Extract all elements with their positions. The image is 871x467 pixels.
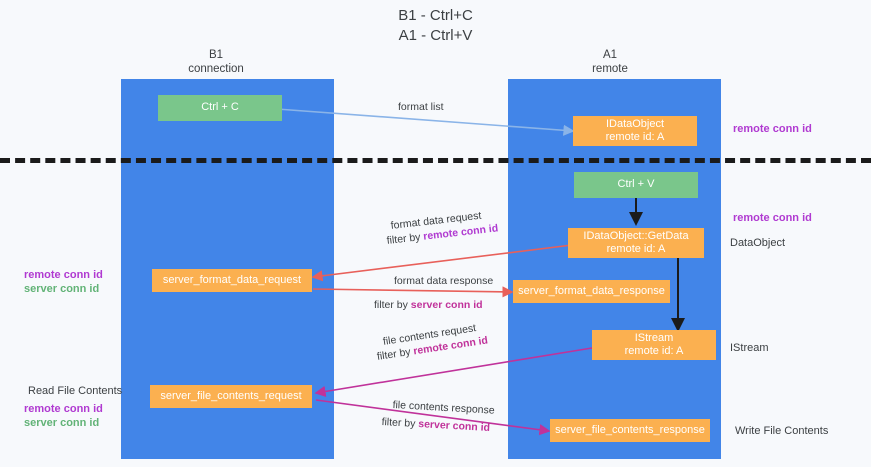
edge-label-fcres-filter-prefix: filter by [381,415,419,431]
lane-header-b1-sub: connection [188,63,244,75]
box-server-format-data-request[interactable]: server_format_data_request [152,269,312,292]
box-ctrl-c[interactable]: Ctrl + C [158,95,282,121]
box-server-file-contents-request[interactable]: server_file_contents_request [150,385,312,408]
edge-label-format-data-response-filter: filter by server conn id [374,298,483,312]
edge-label-fdres-filter-key: server conn id [410,299,483,311]
arrow-format-list [276,108,575,136]
annotation-right-remote-conn-id-mid: remote conn id [733,212,812,224]
box-getdata-line-1: IDataObject::GetData [583,229,689,242]
diagram-title-line-1: B1 - Ctrl+C [398,7,473,24]
lane-header-b1: B1 connection [136,48,296,76]
box-server-format-data-request-label: server_format_data_request [162,273,302,286]
edge-label-fcres-filter-key: server conn id [417,418,491,435]
arrow-format-data-request [311,244,573,282]
annotation-left-remote-conn-id-bot: remote conn id [24,403,103,415]
annotation-right-write-file-contents: Write File Contents [735,425,829,437]
box-idataobject-getdata[interactable]: IDataObject::GetData remote id: A [568,228,704,258]
annotation-right-istream: IStream [730,342,769,354]
lane-header-b1-name: B1 [208,49,224,61]
box-idataobject-top-line-2: remote id: A [605,131,665,143]
annotation-right-dataobject: DataObject [730,237,786,249]
lane-header-a1-name: A1 [602,49,618,61]
box-ctrl-v[interactable]: Ctrl + V [574,172,698,198]
box-server-file-contents-request-label: server_file_contents_request [160,389,302,402]
box-istream[interactable]: IStream remote id: A [592,330,716,360]
annotation-left-server-conn-id-mid: server conn id [24,283,100,295]
annotation-left-server-conn-id-bot: server conn id [24,417,100,429]
box-ctrl-v-label: Ctrl + V [617,178,655,191]
box-istream-line-2: remote id: A [624,345,684,357]
diagram-title-line-2: A1 - Ctrl+V [398,27,473,44]
phase-separator [0,158,871,163]
box-idataobject-top[interactable]: IDataObject remote id: A [573,116,697,146]
lane-header-a1-sub: remote [592,63,628,75]
box-getdata-line-2: remote id: A [606,243,666,255]
lane-header-a1: A1 remote [530,48,690,76]
edge-label-format-list: format list [398,101,444,113]
box-ctrl-c-label: Ctrl + C [201,101,239,114]
annotation-right-remote-conn-id-top: remote conn id [733,123,812,135]
arrow-file-contents-response [315,399,551,436]
box-server-file-contents-response[interactable]: server_file_contents_response [550,419,710,442]
annotation-left-read-file-contents: Read File Contents [28,385,123,397]
arrow-format-data-response [312,286,514,298]
box-istream-line-1: IStream [634,331,674,344]
arrow-file-contents-request [314,347,593,397]
box-server-file-contents-response-label: server_file_contents_response [555,423,705,436]
edge-label-format-data-response: format data response [394,275,494,287]
edge-label-fdres-filter-prefix: filter by [374,299,411,311]
box-server-format-data-response-label: server_format_data_response [518,284,665,297]
diagram-title: B1 - Ctrl+C A1 - Ctrl+V [0,6,871,46]
box-idataobject-top-line-1: IDataObject [605,117,665,130]
box-server-format-data-response[interactable]: server_format_data_response [513,280,670,303]
annotation-left-remote-conn-id-mid: remote conn id [24,269,103,281]
